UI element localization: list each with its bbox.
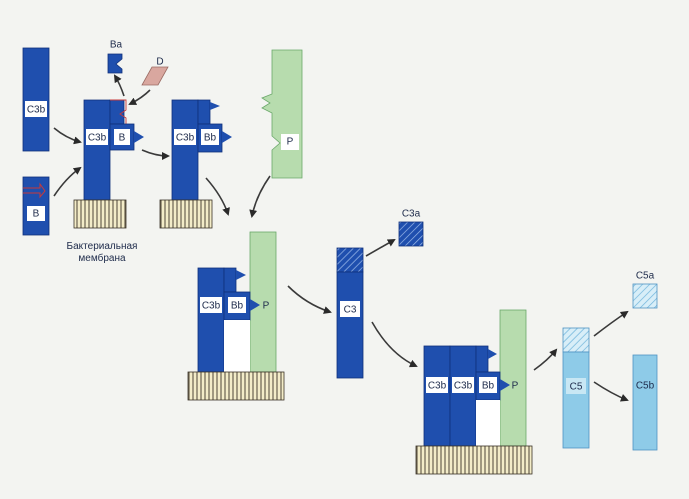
c5-convertase: C3b C3b Bb P (423, 309, 527, 447)
convertase-p-label: P (263, 301, 270, 312)
c5b-fragment: C5b (632, 354, 658, 451)
c5conv-bb-label: Bb (482, 381, 495, 392)
membrane-2 (159, 199, 213, 229)
properdin: P (261, 49, 303, 179)
c3bbb-complex-1: C3b Bb (171, 99, 232, 201)
complex1-c3b-label: C3b (88, 133, 107, 144)
factor-d: D (141, 57, 169, 86)
membrane-1 (73, 199, 127, 229)
membrane-4 (415, 445, 533, 475)
ba-fragment: Ba (107, 40, 123, 74)
c5conv-c3b-label-2: C3b (454, 381, 473, 392)
free-factor-b: B (22, 176, 50, 236)
c5conv-c3b-label-1: C3b (428, 381, 447, 392)
c5a-fragment: C5a (632, 271, 658, 309)
complex2-c3b-label: C3b (176, 133, 195, 144)
complex2-bb-label: Bb (204, 133, 217, 144)
membrane-3 (187, 371, 285, 401)
properdin-label: P (287, 137, 294, 148)
c3bb-complex: C3b B (83, 99, 144, 201)
c5-molecule: C5 (562, 327, 590, 449)
membrane-caption-line1: Бактериальная (67, 241, 138, 252)
c5b-label: C5b (636, 381, 655, 392)
membrane-caption-line2: мембрана (78, 252, 126, 264)
pathway-arrows (53, 74, 629, 402)
c5-label: C5 (570, 382, 583, 393)
c5a-label: C5a (636, 271, 655, 282)
c3-molecule: C3 (336, 247, 364, 379)
convertase-bb-label: Bb (231, 301, 244, 312)
convertase-c3b-label: C3b (202, 301, 221, 312)
c3-label: C3 (344, 305, 357, 316)
c3a-label: C3a (402, 209, 421, 220)
free-c3b-fragment: C3b (22, 47, 50, 152)
ba-label: Ba (110, 40, 123, 51)
c5conv-p-label: P (512, 381, 519, 392)
complex1-b-label: B (119, 133, 126, 144)
c3-convertase: C3b Bb P (197, 231, 277, 373)
c3a-fragment: C3a (398, 209, 424, 247)
free-c3b-label: C3b (27, 105, 46, 116)
d-label: D (156, 57, 163, 68)
free-b-label: B (33, 209, 40, 220)
